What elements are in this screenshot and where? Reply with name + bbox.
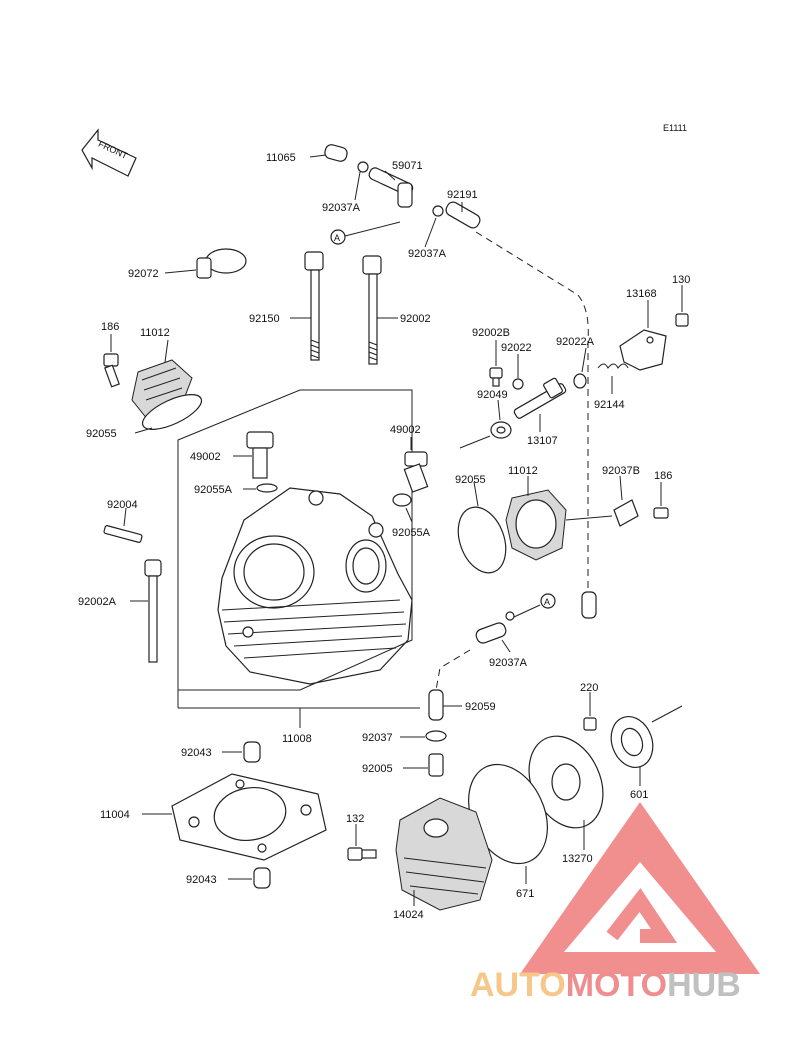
- washer-92022: [512, 378, 524, 390]
- bolt-92002A: [144, 559, 162, 663]
- label-92022: 92022: [501, 342, 532, 354]
- front-arrow-icon: FRONT: [81, 128, 137, 177]
- bearing-92049: [490, 421, 512, 439]
- bolt-220: [583, 717, 597, 731]
- o-ring-92055A-right: [392, 493, 412, 507]
- bolt-132: [347, 847, 377, 861]
- label-601: 601: [630, 789, 648, 801]
- bolt-186-right: [653, 507, 669, 519]
- clamp-92037B: [613, 499, 639, 527]
- watermark-triangle-icon: [520, 802, 760, 974]
- cover-14024: [395, 797, 493, 911]
- cover-13270: [528, 735, 604, 829]
- label-13270: 13270: [562, 853, 593, 865]
- o-ring-92055A-left: [256, 483, 278, 493]
- label-13168: 13168: [626, 288, 657, 300]
- label-11065: 11065: [266, 152, 296, 164]
- label-92150: 92150: [249, 313, 280, 325]
- label-92037A-2: 92037A: [408, 248, 447, 260]
- dowel-92043-upper: [243, 741, 261, 763]
- bolt-130: [675, 313, 689, 327]
- fitting-59071: [357, 161, 444, 217]
- label-11008: 11008: [282, 733, 312, 745]
- bolt-92150: [304, 251, 324, 361]
- cover-11012-right: [505, 489, 567, 561]
- label-92055A-right: 92055A: [392, 527, 431, 539]
- label-14024: 14024: [393, 909, 424, 921]
- washer-92022A: [573, 373, 587, 389]
- fitting-92005: [428, 753, 444, 777]
- label-92004: 92004: [107, 499, 138, 511]
- watermark-logo: [520, 802, 760, 974]
- shaft-13107: [513, 377, 567, 419]
- label-92002A: 92002A: [78, 596, 117, 608]
- label-130: 130: [672, 274, 690, 286]
- pipe-92059: [428, 689, 444, 721]
- cap-11065: [324, 144, 348, 162]
- watermark-moto: MOTO: [566, 966, 667, 1004]
- watermark-g-mark-icon: [606, 888, 678, 943]
- label-92043-lower: 92043: [186, 874, 217, 886]
- label-92059: 92059: [465, 701, 496, 713]
- label-92002: 92002: [400, 313, 431, 325]
- label-92049: 92049: [477, 389, 508, 401]
- bolt-92002B: [489, 367, 503, 387]
- label-59071: 59071: [392, 160, 423, 172]
- label-92037B: 92037B: [602, 465, 640, 477]
- label-92072: 92072: [128, 268, 159, 280]
- label-92055A-left: 92055A: [194, 484, 233, 496]
- label-92037A-1: 92037A: [322, 202, 361, 214]
- label-11004: 11004: [100, 809, 130, 821]
- ref-marker-a-top: A: [334, 233, 340, 243]
- label-220: 220: [580, 682, 598, 694]
- ref-marker-a-lower: A: [544, 597, 550, 607]
- label-11012-right: 11012: [508, 465, 538, 477]
- bolt-92002: [362, 255, 382, 365]
- label-186-left: 186: [101, 321, 119, 333]
- tube-lower: [581, 591, 597, 619]
- stud-92004: [103, 525, 143, 543]
- fitting-49002-left: [246, 431, 274, 479]
- label-92043-upper: 92043: [181, 747, 212, 759]
- label-92005: 92005: [362, 763, 393, 775]
- o-ring-92055-left: [141, 394, 203, 430]
- diagram-code: E1111: [663, 123, 687, 133]
- label-49002-left: 49002: [190, 451, 221, 463]
- o-ring-92055-right: [457, 506, 507, 574]
- label-49002-right: 49002: [390, 424, 421, 436]
- bearing-601: [610, 716, 654, 768]
- clamp-92037: [425, 730, 447, 742]
- label-92191: 92191: [447, 189, 478, 201]
- clamp-92072: [196, 248, 247, 279]
- watermark-hub: HUB: [667, 966, 741, 1004]
- watermark-text: AUTOMOTOHUB: [470, 966, 741, 1004]
- pipe-92191: [445, 201, 481, 229]
- label-92144: 92144: [594, 399, 625, 411]
- bolt-186-left: [103, 353, 120, 388]
- label-92022A: 92022A: [556, 336, 595, 348]
- label-11012-left: 11012: [140, 327, 170, 339]
- label-671: 671: [516, 888, 534, 900]
- lever-13168: [619, 329, 667, 371]
- watermark-auto: AUTO: [470, 966, 566, 1004]
- hose-route-line-lower: [435, 649, 471, 691]
- ref-marker-a-lower-circle: [540, 593, 556, 609]
- dowel-92043-lower: [253, 867, 271, 889]
- gasket-11004: [171, 773, 327, 861]
- label-186-right: 186: [654, 470, 672, 482]
- label-132: 132: [346, 813, 364, 825]
- hose-92037A-lower: [475, 611, 515, 644]
- cylinder-head-11008: [217, 487, 413, 685]
- label-92037: 92037: [362, 732, 393, 744]
- label-92037A-lower: 92037A: [489, 657, 528, 669]
- label-92055-right: 92055: [455, 474, 486, 486]
- fitting-49002-right: [403, 451, 429, 493]
- label-13107: 13107: [527, 435, 558, 447]
- spring-92144: [597, 363, 629, 369]
- label-92055-left: 92055: [86, 428, 117, 440]
- label-92002B: 92002B: [472, 327, 510, 339]
